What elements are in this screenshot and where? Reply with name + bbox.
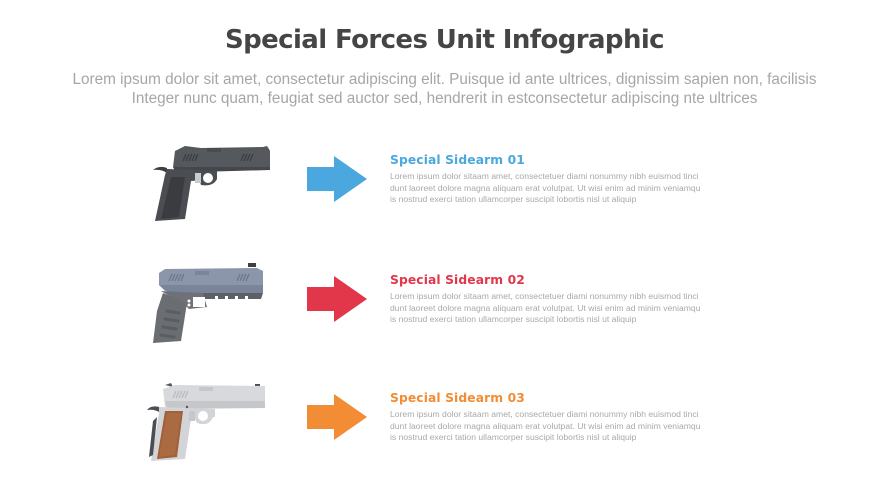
item-description-line: is nostrud exerci tation ullamcorper sus… — [390, 314, 637, 324]
item-description: Lorem ipsum dolor sitaam amet, consectet… — [390, 291, 750, 326]
item-description: Lorem ipsum dolor sitaam amet, consectet… — [390, 171, 750, 206]
arrow-right-icon — [307, 394, 367, 440]
item-description-line: Lorem ipsum dolor sitaam amet, consectet… — [390, 171, 699, 181]
item-description-line: is nostrud exerci tation ullamcorper sus… — [390, 432, 637, 442]
pistol-tactical-icon — [153, 263, 263, 343]
item-description: Lorem ipsum dolor sitaam amet, consectet… — [390, 409, 750, 444]
arrow-shape — [307, 276, 367, 322]
sidearm-item-3: Special Sidearm 03 Lorem ipsum dolor sit… — [0, 381, 889, 481]
item-description-line: Lorem ipsum dolor sitaam amet, consectet… — [390, 409, 699, 419]
sidearm-item-1: Special Sidearm 01 Lorem ipsum dolor sit… — [0, 143, 889, 243]
item-heading: Special Sidearm 01 — [390, 153, 525, 167]
item-heading: Special Sidearm 02 — [390, 273, 525, 287]
item-heading: Special Sidearm 03 — [390, 391, 525, 405]
sidearm-item-2: Special Sidearm 02 Lorem ipsum dolor sit… — [0, 263, 889, 363]
item-description-line: dunt laoreet dolore magna aliquam erat v… — [390, 302, 701, 313]
item-description-line: Lorem ipsum dolor sitaam amet, consectet… — [390, 291, 699, 301]
page-subtitle: Lorem ipsum dolor sit amet, consectetur … — [0, 70, 889, 108]
arrow-shape — [307, 394, 367, 440]
arrow-shape — [307, 156, 367, 202]
item-description-line: dunt laoreet dolore magna aliquam erat v… — [390, 182, 701, 193]
pistol-dark-1911-icon — [153, 146, 270, 221]
arrow-right-icon — [307, 276, 367, 322]
subtitle-line: Integer nunc quam, feugiat sed auctor se… — [131, 90, 758, 107]
arrow-right-icon — [307, 156, 367, 202]
item-description-line: is nostrud exerci tation ullamcorper sus… — [390, 194, 637, 204]
pistol-silver-1911-icon — [147, 383, 265, 461]
subtitle-line: Lorem ipsum dolor sit amet, consectetur … — [72, 71, 817, 88]
page-title: Special Forces Unit Infographic — [225, 25, 665, 55]
item-description-line: dunt laoreet dolore magna aliquam erat v… — [390, 420, 701, 431]
